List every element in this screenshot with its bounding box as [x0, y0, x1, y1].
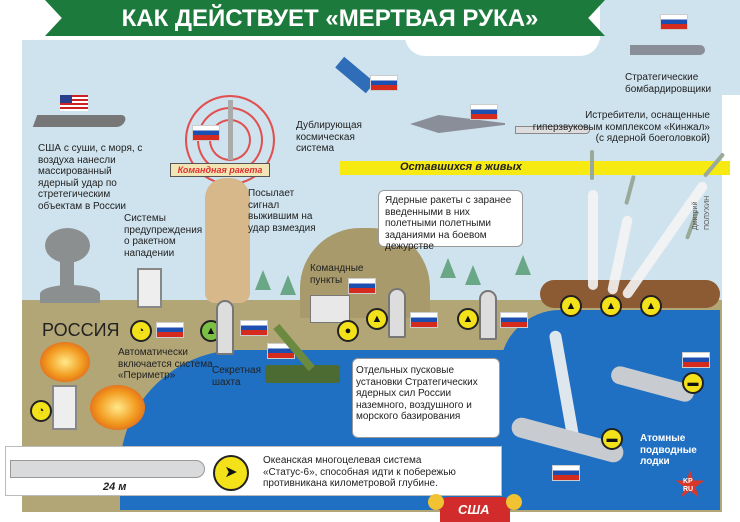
- launchers-text: Отдельных пусковые установки Стратегичес…: [356, 365, 478, 422]
- warhead-icon: ▲: [366, 308, 388, 330]
- signal-text: Посылает сигнал выжившим на удар взмезди…: [248, 188, 316, 234]
- russia-flag: [370, 75, 398, 91]
- missile-silo-icon: [388, 288, 406, 338]
- bombers-text: Стратегические бомбардировщики: [625, 72, 712, 95]
- survivors-label: Оставшихся в живых: [400, 161, 522, 173]
- credit: Дмитрий ПОЛУХИН: [692, 195, 711, 230]
- nuclear-missiles-callout: [378, 190, 523, 247]
- launched-missile-icon: [590, 150, 594, 180]
- warhead-icon: ▲: [640, 295, 662, 317]
- torpedo-length: 24 м: [103, 481, 127, 493]
- mushroom-cloud-icon: [428, 494, 444, 510]
- survivors-band: [340, 161, 730, 175]
- mushroom-base: [40, 285, 100, 303]
- tree-icon: [440, 258, 456, 278]
- radar-station-icon: [137, 268, 162, 308]
- russia-flag: [552, 465, 580, 481]
- rocket-plume: [205, 178, 250, 303]
- russia-flag: [470, 104, 498, 120]
- kp-ru-logo-text: KP RU: [683, 478, 694, 493]
- explosion-icon: [40, 342, 90, 382]
- command-rocket-label: Командная ракета: [177, 165, 263, 175]
- command-rocket-icon: [228, 100, 233, 160]
- title-banner: [45, 0, 605, 36]
- fighters-text: Истребители, оснащенные гиперзвуковым ко…: [532, 110, 710, 144]
- secret-silo-icon: [216, 300, 234, 355]
- russia-flag: [156, 322, 184, 338]
- russia-flag: [410, 312, 438, 328]
- command-posts-text: Командные пункты: [310, 263, 364, 286]
- mushroom-cloud-icon: [45, 228, 90, 263]
- top-white-panel: [405, 36, 600, 56]
- page-title: КАК ДЕЙСТВУЕТ «МЕРТВАЯ РУКА»: [121, 5, 539, 32]
- russia-flag: [682, 352, 710, 368]
- nuclear-missiles-text: Ядерные ракеты с заранее введенными в ни…: [385, 195, 512, 252]
- secret-silo-text: Секретная шахта: [212, 365, 262, 388]
- sea-right: [500, 310, 720, 430]
- us-bomber-icon: [32, 115, 128, 127]
- missile-silo-icon: [479, 290, 497, 340]
- russia-flag: [348, 278, 376, 294]
- mushroom-stem: [60, 258, 74, 288]
- russia-label: РОССИЯ: [42, 320, 120, 340]
- space-text: Дублирующая космическая система: [296, 120, 362, 154]
- usa-strike-text: США с суши, с моря, с воздуха нанесли ма…: [38, 143, 143, 212]
- russia-flag: [240, 320, 268, 336]
- submarine-badge-icon: ▬: [601, 428, 623, 450]
- tree-icon: [465, 265, 481, 285]
- warhead-icon: ▲: [560, 295, 582, 317]
- torpedo-badge-icon: ➤: [213, 455, 249, 491]
- mobile-launcher-icon: [265, 365, 340, 383]
- radar-dish-icon: ◔: [130, 320, 152, 342]
- kinzhal-missile-icon: [515, 126, 590, 134]
- tree-icon: [280, 275, 296, 295]
- submarine-badge-icon: ▬: [682, 372, 704, 394]
- explosion-icon: [90, 385, 145, 430]
- status6-text: Океанская многоцелевая система «Статус-6…: [263, 455, 456, 489]
- status6-torpedo-icon: [10, 460, 205, 478]
- warning-text: Системы предупреждения о ракетном нападе…: [124, 213, 203, 259]
- launchers-callout: [352, 358, 500, 438]
- mushroom-cloud-icon: [506, 494, 522, 510]
- tree-icon: [255, 270, 271, 290]
- perimeter-text: Автоматически включается система «Периме…: [118, 347, 213, 381]
- missile-plume: [588, 190, 598, 290]
- usa-map-icon: [440, 497, 510, 522]
- radar-station-icon: [52, 385, 77, 430]
- warhead-icon: ▲: [457, 308, 479, 330]
- command-rocket-ribbon: [170, 163, 270, 177]
- usa-flag: [60, 95, 88, 111]
- command-building-icon: [310, 295, 350, 323]
- russia-flag: [192, 125, 220, 141]
- strategic-bomber-icon: [630, 45, 705, 55]
- russia-flag: [500, 312, 528, 328]
- radar-dish-icon: ◔: [30, 400, 52, 422]
- soldier-icon: ●: [337, 320, 359, 342]
- tree-icon: [515, 255, 531, 275]
- usa-label: США: [458, 502, 490, 517]
- russia-flag: [660, 14, 688, 30]
- warhead-icon: ▲: [600, 295, 622, 317]
- submarines-text: Атомные подводные лодки: [640, 433, 697, 467]
